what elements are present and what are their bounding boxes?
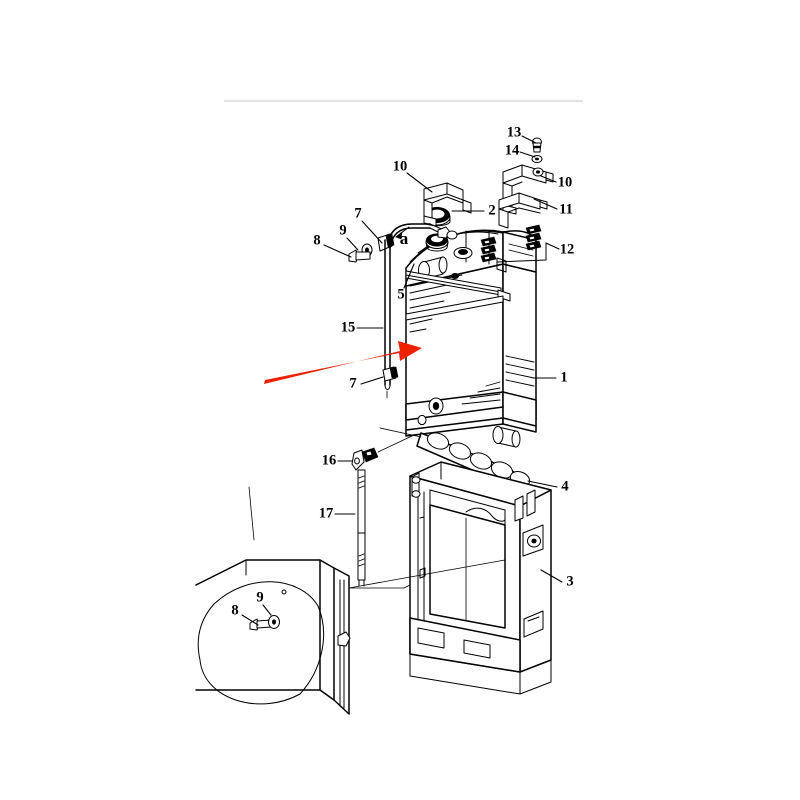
callout-13: 13: [507, 124, 522, 140]
callout-4: 4: [561, 478, 568, 494]
hex-bolt-upper: [348, 249, 371, 263]
outlet-neck: [428, 397, 444, 415]
callout-8b: 8: [231, 602, 238, 618]
mounting-bracket-upper-left: [423, 182, 472, 227]
core-mid-rail: [405, 295, 504, 321]
callout-7: 7: [354, 205, 361, 221]
callout-labels: 1 2 3 4 5 7 7 8 8 9 9 10 10 11 12 13 14 …: [231, 124, 574, 618]
callout-17: 17: [319, 505, 334, 521]
mounting-bracket-right: [502, 164, 554, 215]
callout-9b: 9: [256, 589, 263, 605]
lower-hose-nozzle: [492, 426, 521, 448]
tank-vent: [451, 273, 459, 279]
callout-5: 5: [397, 286, 404, 302]
clip-set-12: [480, 224, 547, 263]
callout-11: 11: [559, 201, 573, 217]
callout-10b: 10: [558, 174, 573, 190]
callout-16: 16: [322, 452, 337, 468]
callout-12: 12: [560, 241, 575, 257]
frame-boss: [522, 524, 544, 557]
callout-7b: 7: [349, 375, 356, 391]
callout-10: 10: [393, 158, 408, 174]
tank-boss: [453, 247, 473, 259]
support-rod-17: [357, 469, 366, 587]
radiator-assembly: [405, 229, 537, 448]
callout-leaders: [241, 135, 563, 626]
machine-body-panel: [195, 486, 419, 715]
washer-lower: [268, 615, 280, 629]
callout-1: 1: [560, 369, 567, 385]
callout-14: 14: [505, 142, 520, 158]
radiator-guard-frame: [348, 461, 552, 695]
cover-plate-11: [498, 192, 548, 229]
core-hatch-lower: [461, 381, 501, 405]
callout-8: 8: [313, 232, 320, 248]
callout-a: a: [400, 229, 409, 248]
callout-9: 9: [339, 222, 346, 238]
drain-tube: [384, 239, 391, 399]
callout-2: 2: [488, 202, 495, 218]
red-pointer-arrow: [264, 341, 422, 384]
callout-15: 15: [341, 319, 356, 335]
hose-clamp-lower: [382, 366, 399, 382]
upper-hose-nozzle: [418, 256, 448, 280]
small-bolt-13: [532, 137, 542, 153]
core-side-hatch: [505, 355, 535, 387]
upper-rail-bar: [405, 257, 511, 302]
callout-3: 3: [566, 573, 573, 589]
detail-marker-a-arrow: [395, 226, 410, 240]
clamp-bracket-16: [351, 435, 413, 471]
